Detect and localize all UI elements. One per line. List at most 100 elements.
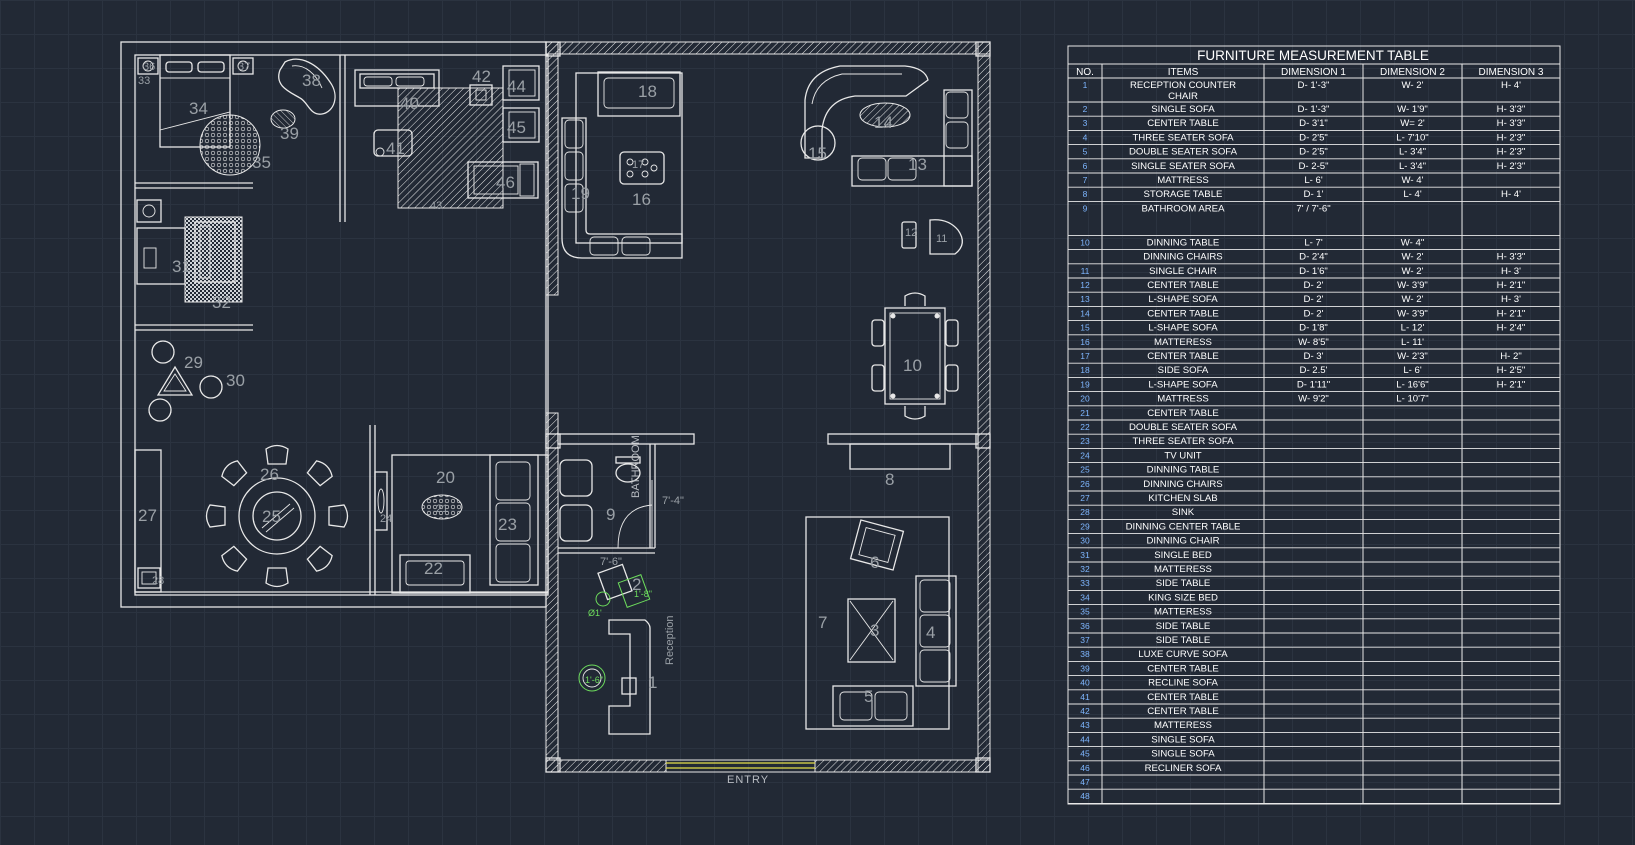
table-cell: DINNING CHAIRS: [1143, 252, 1222, 263]
table-cell-no: 24: [1080, 450, 1090, 460]
item-label-40: 40: [400, 94, 419, 113]
bath-dim-bottom: 7'-6": [600, 556, 622, 568]
table-cell: W- 1'9": [1397, 104, 1428, 115]
item-label-39: 39: [280, 124, 299, 143]
table-cell: SINGLE SOFA: [1151, 734, 1215, 745]
item-label-9: 9: [606, 505, 615, 524]
table-cell: D- 1'6": [1299, 266, 1328, 277]
dinning-chair: [221, 460, 248, 487]
table-cell-no: 47: [1080, 777, 1090, 787]
table-cell: L-SHAPE SOFA: [1148, 379, 1218, 390]
single-sofa-2: [597, 563, 651, 608]
table-cell: D- 1'8": [1299, 323, 1328, 334]
table-cell-no: 6: [1083, 161, 1088, 171]
item-label-23: 23: [498, 515, 517, 534]
table-cell-no: 26: [1080, 479, 1090, 489]
item-label-33: 33: [138, 75, 150, 87]
item-label-18: 18: [638, 82, 657, 101]
table-cell: RECLINER SOFA: [1145, 763, 1222, 774]
table-cell: D- 1': [1304, 189, 1324, 200]
table-cell: W- 4": [1401, 237, 1424, 248]
item-label-11: 11: [936, 233, 947, 245]
table-cell-no: 7: [1083, 175, 1088, 185]
item-label-35: 35: [252, 153, 271, 172]
table-cell: CENTER TABLE: [1147, 692, 1219, 703]
table-cell-no: 18: [1080, 365, 1090, 375]
item-label-46: 46: [496, 173, 515, 192]
table-header-2: DIMENSION 1: [1281, 67, 1346, 78]
three-seater-sofa-4: [915, 575, 957, 687]
table-cell-no: 39: [1080, 663, 1090, 673]
table-cell: H- 2'4": [1497, 323, 1526, 334]
table-cell-no: 2: [1083, 104, 1088, 114]
item-label-37: 37: [238, 61, 250, 73]
item-label-3: 3: [870, 621, 879, 640]
double-seater-sofa-5: [832, 685, 914, 727]
dinning-chair: [221, 545, 248, 572]
table-cell: D- 1'-3": [1298, 80, 1330, 91]
item-label-27: 27: [138, 506, 157, 525]
table-cell: DINNING CENTER TABLE: [1126, 521, 1241, 532]
dinning-chair: [205, 504, 226, 528]
table-cell-no: 35: [1080, 607, 1090, 617]
table-header-0: NO.: [1076, 67, 1094, 78]
dinning-chair: [265, 567, 289, 588]
table-cell: SIDE SOFA: [1158, 365, 1209, 376]
item-label-31: 31: [172, 257, 191, 276]
table-cell: L- 16'6": [1396, 379, 1428, 390]
table-cell: D- 2'5": [1299, 132, 1328, 143]
bathroom: [559, 456, 653, 549]
item-label-28: 28: [152, 575, 164, 587]
table-cell-no: 16: [1080, 337, 1090, 347]
table-cell: 7' / 7'-6": [1296, 203, 1330, 214]
single-chair-11: [929, 219, 963, 255]
table-cell: H- 4': [1501, 189, 1521, 200]
table-cell-no: 22: [1080, 422, 1090, 432]
round-dinning-table: [238, 477, 316, 555]
table-cell: L- 10'7": [1396, 394, 1428, 405]
item-label-19: 19: [571, 184, 590, 203]
reception-label: Reception: [664, 615, 676, 665]
item-label-14: 14: [874, 113, 893, 132]
table-cell-no: 25: [1080, 465, 1090, 475]
table-cell: H- 3'3": [1497, 104, 1526, 115]
table-cell: MATTERESS: [1154, 337, 1212, 348]
table-cell: H- 2'1": [1497, 280, 1526, 291]
table-cell: STORAGE TABLE: [1144, 189, 1223, 200]
table-cell-no: 21: [1080, 408, 1090, 418]
table-cell-no: 45: [1080, 749, 1090, 759]
dinning-chairs-26: [205, 444, 349, 588]
table-cell: L-SHAPE SOFA: [1148, 323, 1218, 334]
table-cell: D- 2-5": [1298, 161, 1328, 172]
table-cell: SINGLE CHAIR: [1149, 266, 1217, 277]
table-cell: L- 6': [1403, 365, 1422, 376]
counter-dim: 1'-6": [585, 675, 603, 685]
table-cell-no: 48: [1080, 791, 1090, 801]
table-cell: TV UNIT: [1164, 450, 1201, 461]
table-cell: SIDE TABLE: [1156, 621, 1211, 632]
table-cell-no: 32: [1080, 564, 1090, 574]
table-cell-no: 33: [1080, 578, 1090, 588]
table-cell: L- 12': [1401, 323, 1425, 334]
single-seater-sofa-6: [849, 519, 905, 571]
table-cell: DOUBLE SEATER SOFA: [1129, 147, 1238, 158]
matteress-32: [184, 216, 243, 303]
double-seater-sofa: [399, 554, 471, 594]
table-cell: D- 1'11": [1297, 379, 1330, 390]
entry-label: ENTRY: [727, 774, 769, 786]
table-cell: W- 9'2": [1298, 394, 1329, 405]
dinning-chair: [306, 460, 333, 487]
